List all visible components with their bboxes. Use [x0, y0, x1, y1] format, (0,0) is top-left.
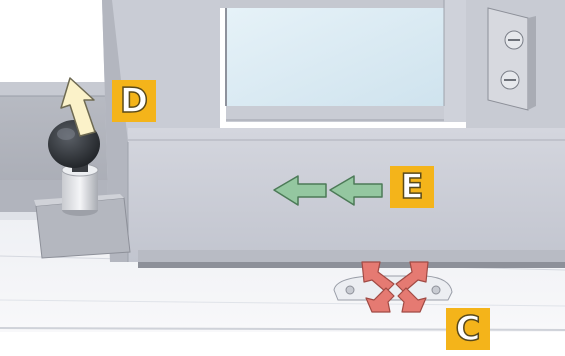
- label-c: C: [446, 308, 490, 350]
- label-e: E: [390, 166, 434, 208]
- glass-pane: [226, 8, 444, 106]
- label-d: D: [112, 80, 156, 122]
- label-e-text: E: [400, 170, 423, 204]
- label-d-text: D: [120, 84, 148, 118]
- hinge-plate: [488, 8, 536, 110]
- label-c-text: C: [456, 312, 481, 346]
